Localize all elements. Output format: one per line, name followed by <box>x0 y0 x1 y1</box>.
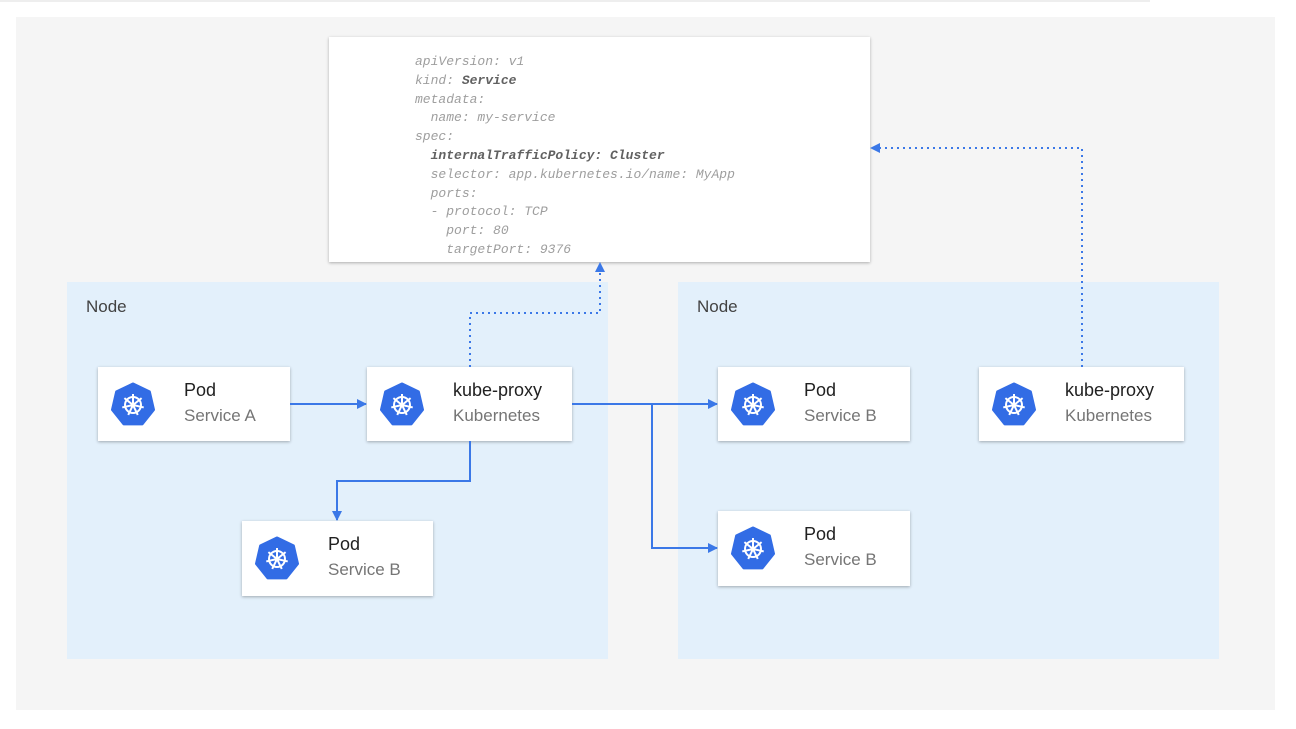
node-label: Node <box>86 297 127 316</box>
kubernetes-icon <box>731 382 775 426</box>
yaml-value: app.kubernetes.io/name: MyApp <box>500 166 735 182</box>
kubernetes-icon <box>255 536 299 580</box>
yaml-key: targetPort: <box>446 241 533 257</box>
top-divider <box>0 0 1150 2</box>
yaml-line: internalTrafficPolicy: Cluster <box>415 147 735 166</box>
yaml-value: 80 <box>485 223 509 239</box>
card-subtitle: Service A <box>184 406 256 425</box>
kubernetes-icon <box>992 382 1036 426</box>
yaml-value: v1 <box>500 54 525 69</box>
yaml-line: kind: Service <box>415 72 735 91</box>
card-title: kube-proxy <box>1065 380 1155 400</box>
pod-service-b-right-2: Pod Service B <box>718 511 910 586</box>
card-title: Pod <box>328 534 361 554</box>
kubernetes-icon <box>380 382 424 426</box>
yaml-key: ports: <box>430 185 478 201</box>
card-subtitle: Service B <box>804 406 877 425</box>
card-subtitle: Kubernetes <box>1065 406 1152 425</box>
card-subtitle: Kubernetes <box>453 406 540 425</box>
pod-service-b-left: Pod Service B <box>242 521 433 596</box>
yaml-value: 9376 <box>532 241 572 257</box>
yaml-key: apiVersion: <box>415 54 501 69</box>
yaml-line: selector: app.kubernetes.io/name: MyApp <box>415 166 735 185</box>
yaml-line: metadata: <box>415 91 735 110</box>
dotted-proxy-right-to-service <box>870 143 1083 367</box>
kube-proxy-left: kube-proxy Kubernetes <box>367 367 572 441</box>
yaml-key: internalTrafficPolicy: <box>430 147 603 163</box>
yaml-value: Service <box>454 72 517 88</box>
yaml-value: TCP <box>516 204 548 220</box>
yaml-line: spec: <box>415 128 735 147</box>
card-title: Pod <box>804 524 837 544</box>
node-label: Node <box>697 297 738 316</box>
yaml-value: Cluster <box>602 147 665 163</box>
yaml-key: metadata: <box>415 91 486 107</box>
arrow-proxy-to-podb-left <box>332 441 471 521</box>
card-title: Pod <box>804 380 837 400</box>
kubernetes-icon <box>111 382 155 426</box>
kubernetes-icon <box>731 526 775 570</box>
card-subtitle: Service B <box>804 550 877 569</box>
yaml-key: spec: <box>415 129 455 145</box>
card-title: Pod <box>184 380 217 400</box>
yaml-key: kind: <box>415 72 455 88</box>
yaml-line: port: 80 <box>415 222 735 241</box>
card-subtitle: Service B <box>328 560 401 579</box>
pod-service-a: Pod Service A <box>98 367 290 441</box>
card-title: kube-proxy <box>453 380 543 400</box>
kube-proxy-right: kube-proxy Kubernetes <box>979 367 1184 441</box>
yaml-line: targetPort: 9376 <box>415 241 735 260</box>
yaml-line: - protocol: TCP <box>415 203 735 222</box>
yaml-value: my-service <box>469 110 556 126</box>
yaml-line: name: my-service <box>415 109 735 128</box>
dotted-proxy-left-to-service <box>469 262 605 367</box>
pod-service-b-right-1: Pod Service B <box>718 367 910 441</box>
yaml-key: name: <box>430 110 470 126</box>
yaml-line: apiVersion: v1 <box>415 53 735 72</box>
yaml-key: port: <box>446 223 486 239</box>
node-right: Node <box>678 282 1219 659</box>
node-left: Node <box>67 282 608 659</box>
yaml-line: ports: <box>415 185 735 204</box>
arrow-proxy-to-podb-right2 <box>651 404 718 553</box>
yaml-key: - protocol: <box>430 204 517 220</box>
yaml-key: selector: <box>430 166 501 182</box>
